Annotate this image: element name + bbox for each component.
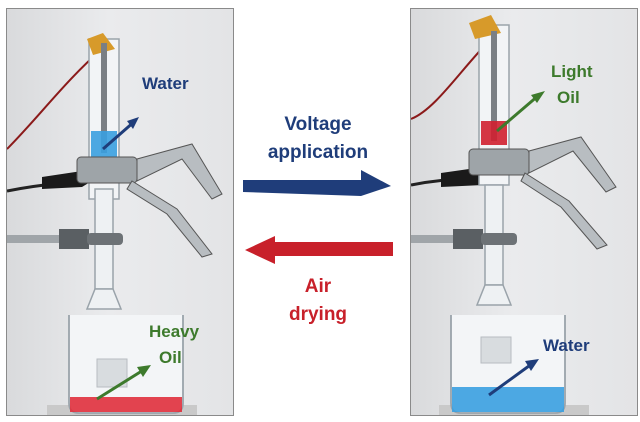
stand-rod — [411, 235, 461, 243]
right-water-label: Water — [543, 336, 590, 355]
left-water-label: Water — [142, 74, 189, 93]
light-oil-arrow — [496, 93, 540, 133]
water-arrow — [488, 361, 534, 397]
left-apparatus-drawing — [7, 33, 223, 415]
forward-label-line1: Voltage — [284, 114, 352, 135]
heavy-oil-arrow-head — [137, 365, 151, 377]
forward-label-line2: application — [267, 142, 369, 163]
stand-knob — [59, 229, 89, 249]
light-oil-label-line2: Oil — [557, 88, 580, 107]
light-oil-arrow-head — [531, 91, 545, 103]
right-apparatus-drawing — [411, 15, 617, 415]
reverse-arrow-shape — [245, 236, 393, 264]
clamp-handle-lower — [520, 172, 608, 250]
electrode — [101, 43, 107, 153]
water-arrow — [102, 119, 136, 151]
reverse-label-line2: drying — [288, 304, 348, 325]
electrode — [491, 31, 497, 141]
heavy-oil-label-line1: Heavy — [149, 322, 200, 341]
forward-arrow-shape — [243, 170, 391, 196]
tube-holder — [481, 233, 517, 245]
clamp-body — [76, 156, 138, 184]
clamp-body — [468, 148, 530, 176]
stand-rod — [7, 235, 67, 243]
water-arrow-head — [525, 359, 539, 371]
left-photo-panel: Water Heavy Oil — [6, 8, 234, 416]
clamp-handle — [528, 136, 617, 193]
heavy-oil-label-line2: Oil — [159, 348, 182, 367]
forward-arrow — [243, 170, 391, 196]
reverse-label-line1: Air — [304, 276, 332, 297]
light-oil-label-line1: Light — [551, 62, 593, 81]
water-arrow-head — [127, 117, 139, 129]
heavy-oil-arrow — [96, 367, 146, 401]
heavy-oil-in-beaker — [70, 397, 182, 412]
water-in-beaker — [452, 387, 564, 412]
clamp-handle-lower — [126, 180, 213, 258]
water-in-tube — [91, 131, 117, 159]
tube-holder — [87, 233, 123, 245]
stand-knob — [453, 229, 483, 249]
clamp-handle — [136, 143, 223, 200]
red-wire — [7, 48, 103, 150]
right-photo-panel: Light Oil Water — [410, 8, 638, 416]
tube-taper — [85, 288, 123, 310]
reverse-arrow — [245, 236, 393, 264]
tube-taper — [475, 284, 513, 306]
beaker-label-patch — [480, 336, 512, 364]
